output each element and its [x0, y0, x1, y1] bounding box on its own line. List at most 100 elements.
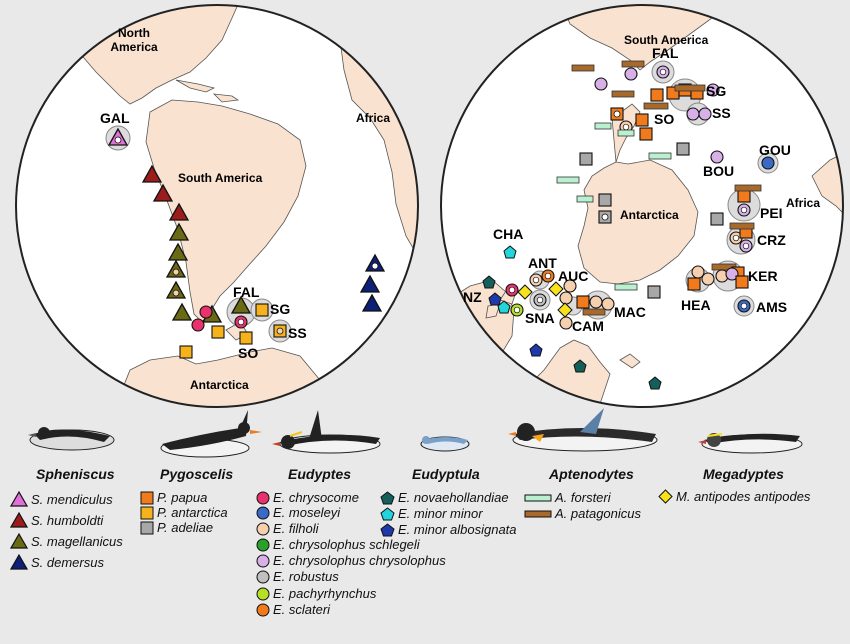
- triangle-marker: [171, 302, 193, 321]
- diamond-marker: [548, 281, 564, 297]
- site-ams: AMS: [756, 299, 788, 315]
- circle-icon: [256, 570, 270, 583]
- triangle-icon: [10, 533, 28, 549]
- site-sg-right: SG: [706, 83, 727, 99]
- legend-item: E. filholi: [256, 521, 319, 536]
- legend-item: E. minor albosignata: [380, 522, 517, 537]
- bar-marker: [617, 129, 635, 137]
- legend-item: S. humboldti: [10, 512, 103, 528]
- site-fal-left: FAL: [233, 284, 260, 300]
- legend-item: M. antipodes antipodes: [658, 489, 810, 504]
- circle-marker: [706, 83, 720, 97]
- circle-marker: [698, 107, 712, 121]
- square-marker: [635, 113, 649, 127]
- eudyptula-penguin-icon: [420, 436, 470, 452]
- pentagon-marker: [497, 300, 511, 314]
- site-fal-right: FAL: [652, 45, 679, 61]
- square-marker: [676, 142, 690, 156]
- site-sg-left: SG: [270, 301, 291, 317]
- site-nz: NZ: [463, 289, 482, 305]
- penguin-illustrations: [28, 408, 803, 458]
- genus-megadyptes: Megadyptes: [703, 466, 784, 482]
- legend-item: E. novaehollandiae: [380, 490, 509, 505]
- pentagon-marker: [648, 376, 662, 390]
- square-marker: [579, 152, 593, 166]
- circle-marker: [559, 316, 573, 330]
- square-icon: [140, 506, 154, 519]
- legend-item: E. robustus: [256, 569, 339, 584]
- site-so-left: SO: [238, 345, 259, 361]
- inner-circle-marker: [172, 289, 180, 297]
- square-marker: [650, 88, 664, 102]
- label-north-america: North America: [110, 26, 158, 54]
- legend-item: E. minor minor: [380, 506, 483, 521]
- inner-circle-marker: [601, 213, 609, 221]
- inner-circle-marker: [732, 234, 740, 242]
- square-marker: [735, 275, 749, 289]
- inner-circle-marker: [532, 276, 540, 284]
- square-marker: [687, 277, 701, 291]
- triangle-marker: [141, 164, 163, 183]
- square-marker: [647, 285, 661, 299]
- label-south-america-left: South America: [178, 171, 263, 185]
- inner-circle-marker: [613, 110, 621, 118]
- site-gal: GAL: [100, 110, 130, 126]
- circle-marker: [559, 291, 573, 305]
- bar-marker: [582, 308, 606, 316]
- inner-circle-marker: [237, 318, 245, 326]
- bar-marker: [614, 283, 638, 291]
- spheniscus-penguin-icon: [28, 427, 115, 451]
- triangle-icon: [10, 512, 28, 528]
- site-ss-left: SS: [288, 325, 307, 341]
- square-marker: [239, 331, 253, 345]
- triangle-marker: [152, 183, 174, 202]
- bar-marker: [621, 60, 645, 68]
- bar-marker: [734, 184, 762, 192]
- triangle-marker: [168, 222, 190, 241]
- pentagon-icon: [380, 506, 395, 520]
- inner-circle-marker: [513, 306, 521, 314]
- bar-marker: [576, 195, 594, 203]
- triangle-marker: [167, 242, 189, 261]
- pentagon-marker: [488, 292, 502, 306]
- circle-marker: [594, 77, 608, 91]
- label-south-america-right: South America: [624, 33, 709, 47]
- site-cam: CAM: [572, 318, 604, 334]
- circle-marker: [701, 272, 715, 286]
- triangle-marker: [359, 274, 381, 293]
- left-globe: [15, 4, 419, 408]
- circle-icon: [256, 603, 270, 616]
- label-africa-left: Africa: [356, 111, 391, 125]
- legend-item: S. mendiculus: [10, 491, 113, 507]
- site-ker: KER: [748, 268, 778, 284]
- legend-item: P. papua: [140, 490, 207, 505]
- site-so-right: SO: [654, 111, 675, 127]
- bar-icon: [524, 510, 552, 517]
- genus-aptenodytes: Aptenodytes: [549, 466, 634, 482]
- triangle-marker: [230, 295, 252, 314]
- site-bou: BOU: [703, 163, 735, 179]
- square-marker: [639, 127, 653, 141]
- legend-item: E. chrysocome: [256, 490, 359, 505]
- legend-item: E. sclateri: [256, 602, 330, 617]
- inner-circle-marker: [544, 272, 552, 280]
- site-sna: SNA: [525, 310, 555, 326]
- inner-circle-marker: [740, 302, 748, 310]
- pentagon-marker: [573, 359, 587, 373]
- site-hea: HEA: [681, 297, 711, 313]
- square-marker: [211, 325, 225, 339]
- site-ant: ANT: [528, 255, 557, 271]
- inner-circle-marker: [659, 68, 667, 76]
- bar-marker: [729, 222, 755, 230]
- bar-marker: [594, 122, 612, 130]
- circle-marker: [191, 318, 205, 332]
- site-pei: PEI: [760, 205, 783, 221]
- diamond-icon: [658, 489, 673, 504]
- label-antarctica-left: Antarctica: [190, 378, 249, 392]
- inner-circle-marker: [371, 262, 379, 270]
- bar-marker: [648, 152, 672, 160]
- genus-pygoscelis: Pygoscelis: [160, 466, 234, 482]
- square-marker: [576, 295, 590, 309]
- bar-icon: [524, 494, 552, 501]
